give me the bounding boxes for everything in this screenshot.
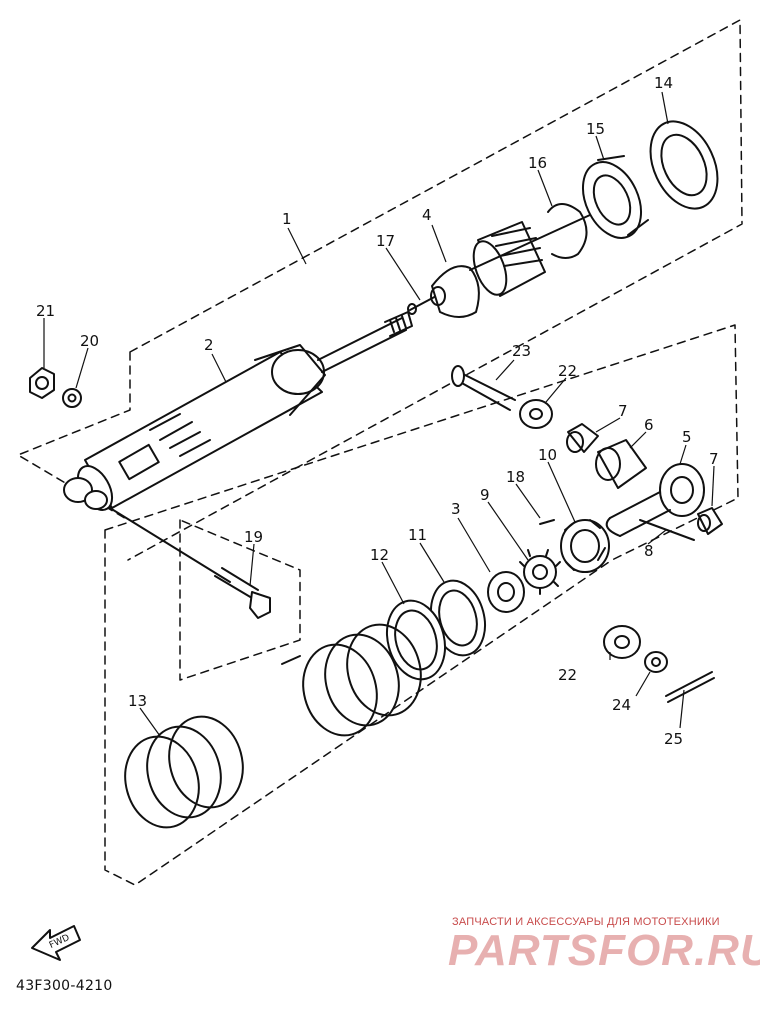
callout-4: 4: [422, 206, 432, 224]
callout-9: 9: [480, 486, 490, 504]
callout-21: 21: [36, 302, 55, 320]
shock-absorber-body: [63, 311, 413, 511]
callout-8: 8: [644, 542, 654, 560]
bump-stop-4: [430, 265, 480, 318]
callout-22a: 22: [558, 362, 577, 380]
callout-7b: 7: [709, 450, 719, 468]
callout-19: 19: [244, 528, 263, 546]
leader-lines: [43, 91, 715, 737]
bolt-19: [109, 507, 271, 619]
spring-seat-15: [581, 155, 649, 239]
washer-22-lower: [603, 625, 641, 659]
callout-23: 23: [512, 342, 531, 360]
callout-12: 12: [370, 546, 389, 564]
spring-13: [124, 715, 244, 829]
callout-11: 11: [408, 526, 427, 544]
callout-20: 20: [80, 332, 99, 350]
callout-16: 16: [528, 154, 547, 172]
ring-14: [649, 120, 719, 210]
washer-20: [62, 388, 82, 408]
assembly-outline-lower: [104, 324, 739, 886]
toothed-washer-9: [519, 549, 561, 595]
callout-10: 10: [538, 446, 557, 464]
callout-24: 24: [612, 696, 631, 714]
cotter-pin-25: [665, 671, 715, 703]
callout-15: 15: [586, 120, 605, 138]
callout-7a: 7: [618, 402, 628, 420]
bushing-7: [566, 423, 599, 453]
callout-2: 2: [204, 336, 214, 354]
watermark-logo: PARTSFOR.RU: [448, 926, 760, 975]
adjuster-ring-10: [560, 519, 610, 573]
callout-5: 5: [682, 428, 692, 446]
callout-18: 18: [506, 468, 525, 486]
adjuster-body-5: [605, 463, 705, 537]
callout-14: 14: [654, 74, 673, 92]
washer-22-upper: [519, 399, 553, 429]
callout-13: 13: [128, 692, 147, 710]
lock-ring-12: [386, 599, 446, 681]
bushing-6: [595, 439, 647, 489]
nut-21: [29, 367, 55, 399]
part-code: 43F300-4210: [16, 978, 113, 994]
callout-6: 6: [644, 416, 654, 434]
spring-upper: [281, 623, 422, 737]
fwd-arrow-icon: [31, 925, 81, 961]
pin-23: [451, 365, 516, 411]
threaded-collar: [469, 214, 591, 297]
callout-17: 17: [376, 232, 395, 250]
pin-8: [639, 519, 695, 541]
callout-22b: 22: [558, 666, 577, 684]
callout-1: 1: [282, 210, 292, 228]
watermark-caption: ЗАПЧАСТИ И АКСЕССУАРЫ ДЛЯ МОТОТЕХНИКИ: [452, 916, 720, 928]
bearing-3: [487, 571, 525, 613]
callout-25: 25: [664, 730, 683, 748]
washer-24: [644, 651, 668, 673]
circlip-16: [547, 203, 588, 259]
pin-18: [539, 519, 555, 525]
bushing-7-lower: [697, 507, 723, 535]
callout-3: 3: [451, 500, 461, 518]
